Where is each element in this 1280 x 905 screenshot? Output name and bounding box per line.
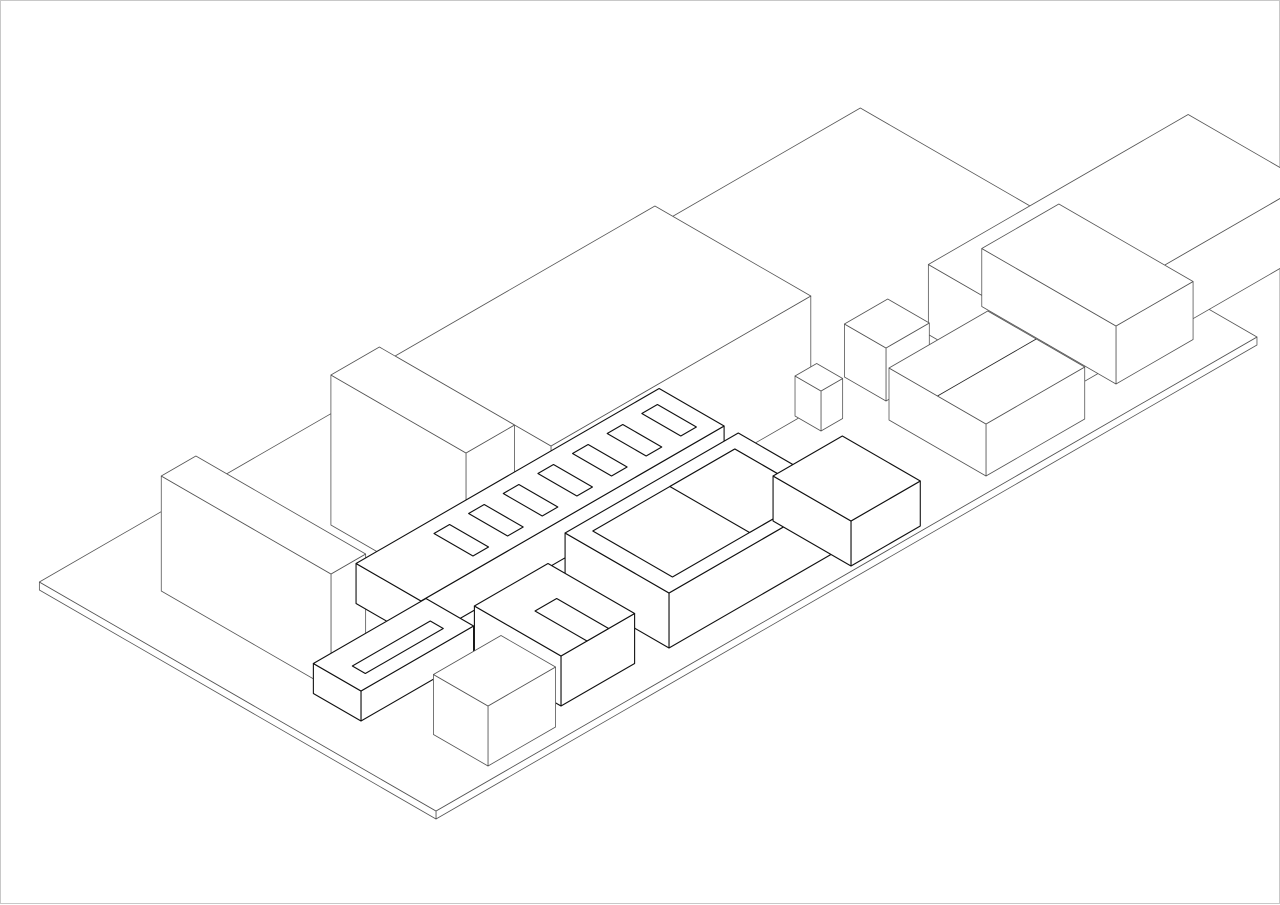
- roof-skylight: [468, 503, 524, 537]
- patio-tree: [534, 597, 610, 642]
- roof-skylight: [571, 443, 628, 477]
- roof-skylight: [433, 523, 490, 557]
- context-block-tall-roof: [330, 346, 515, 454]
- roof-skylight: [351, 620, 444, 675]
- context-block-small-roof: [844, 298, 930, 349]
- roof-skylight: [502, 483, 559, 517]
- roof-ridge-line: [937, 338, 1037, 397]
- context-block-tiny-roof: [794, 363, 844, 392]
- roof-skylight: [537, 463, 594, 497]
- east-gabled-wing-roof: [772, 435, 921, 522]
- context-block-west-roof: [160, 455, 367, 575]
- context-block-south-roof: [433, 635, 556, 707]
- roof-skylight: [606, 423, 663, 457]
- context-block-east-roof: [981, 203, 1194, 327]
- roof-skylight: [641, 403, 697, 437]
- building-layer: [38, 107, 1280, 820]
